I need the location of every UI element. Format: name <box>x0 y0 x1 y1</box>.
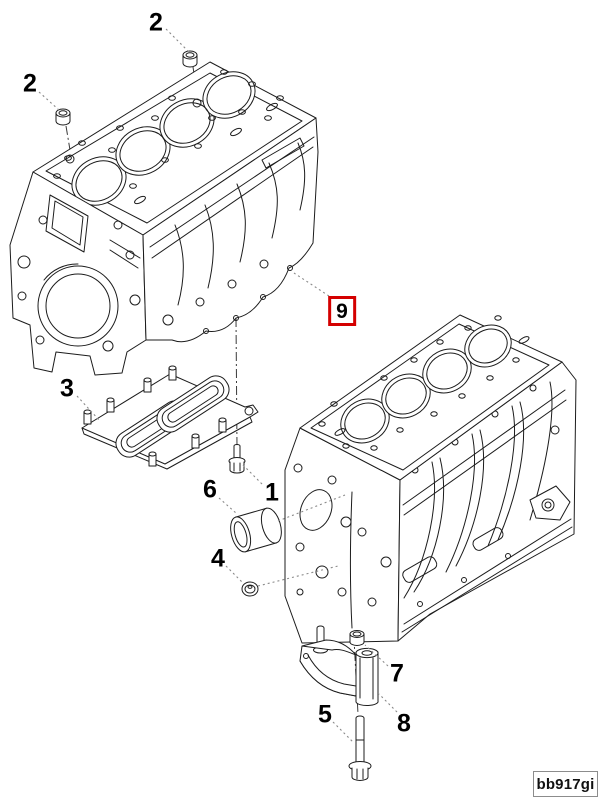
engine-block-lower-drawing <box>284 314 577 644</box>
plate-studs <box>83 365 227 467</box>
dowel-sleeve-drawing <box>349 630 365 646</box>
main-bearing-bolt-drawing <box>348 715 372 781</box>
deck-bolt-holes <box>53 69 284 205</box>
flange-bolt-drawing <box>228 444 246 474</box>
callout-5[interactable]: 5 <box>318 700 332 729</box>
diagram-code-box: bb917gi <box>533 771 598 797</box>
bearing-cap-drawing <box>299 625 379 707</box>
callout-2-left[interactable]: 2 <box>23 69 37 98</box>
callout-9-highlighted[interactable]: 9 <box>328 296 356 326</box>
callout-1[interactable]: 1 <box>265 478 279 507</box>
diagram-code: bb917gi <box>536 775 595 793</box>
callout-4[interactable]: 4 <box>211 544 225 573</box>
deck-bolt-holes <box>318 315 530 451</box>
engine-block-upper-drawing <box>9 61 319 376</box>
callout-8[interactable]: 8 <box>397 709 411 738</box>
callout-6[interactable]: 6 <box>203 475 217 504</box>
cup-plug-drawing <box>182 50 198 68</box>
cup-plug-side-drawing <box>241 581 259 597</box>
stiffener-plate-drawing <box>81 365 259 470</box>
callout-7[interactable]: 7 <box>390 659 404 688</box>
cup-plug-drawing <box>55 108 71 126</box>
callout-3[interactable]: 3 <box>60 374 74 403</box>
leader-lines <box>38 28 398 744</box>
camshaft-bushing-drawing <box>230 507 282 553</box>
callout-2-top[interactable]: 2 <box>149 8 163 37</box>
